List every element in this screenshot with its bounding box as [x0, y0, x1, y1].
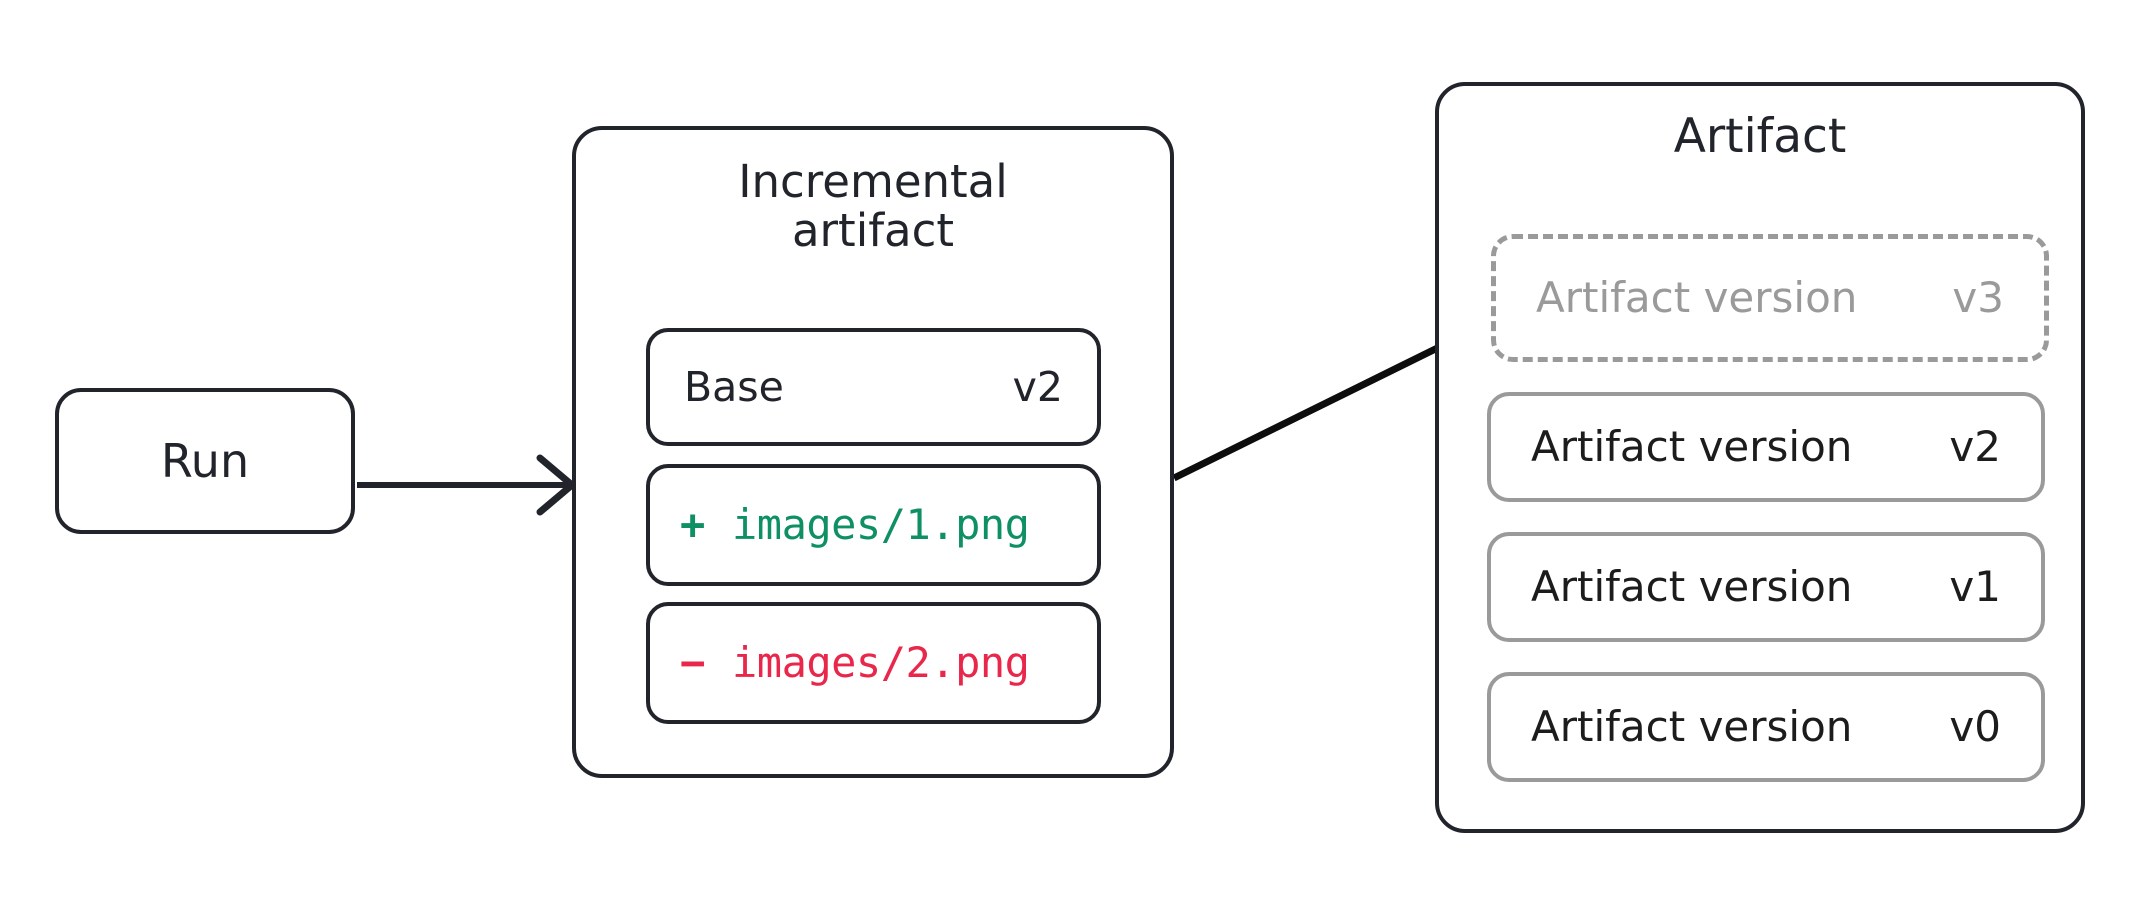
artifact-version-label: Artifact version	[1531, 422, 1853, 471]
artifact-version-value: v3	[1952, 273, 2004, 322]
artifact-version-label: Artifact version	[1536, 273, 1858, 322]
artifact-version-value: v0	[1949, 702, 2001, 751]
artifact-version-label: Artifact version	[1531, 702, 1853, 751]
incremental-artifact-title: Incremental artifact	[738, 155, 1008, 257]
diff-row-added-path: images/1.png	[732, 500, 1030, 549]
artifact-version-row-v3[interactable]: Artifact version v3	[1491, 234, 2049, 362]
diff-row-added[interactable]: + images/1.png	[646, 464, 1101, 586]
run-node-label: Run	[160, 434, 250, 488]
base-row-version: v2	[1012, 362, 1063, 411]
artifact-version-value: v2	[1949, 422, 2001, 471]
artifact-version-row-v2[interactable]: Artifact version v2	[1487, 392, 2045, 502]
run-node[interactable]: Run	[55, 388, 355, 534]
artifact-title: Artifact	[1673, 109, 1847, 164]
base-row-label: Base	[684, 362, 784, 411]
artifact-panel[interactable]: Artifact Artifact version v3 Artifact ve…	[1435, 82, 2085, 833]
minus-icon: −	[680, 638, 706, 687]
artifact-version-value: v1	[1949, 562, 2001, 611]
artifact-version-label: Artifact version	[1531, 562, 1853, 611]
diff-row-removed[interactable]: − images/2.png	[646, 602, 1101, 724]
arrow-run-to-incremental	[357, 454, 576, 516]
artifact-version-row-v0[interactable]: Artifact version v0	[1487, 672, 2045, 782]
artifact-version-row-v1[interactable]: Artifact version v1	[1487, 532, 2045, 642]
incremental-artifact-panel[interactable]: Incremental artifact Base v2 + images/1.…	[572, 126, 1174, 778]
plus-icon: +	[680, 500, 706, 549]
diff-row-removed-path: images/2.png	[732, 638, 1030, 687]
base-row[interactable]: Base v2	[646, 328, 1101, 446]
